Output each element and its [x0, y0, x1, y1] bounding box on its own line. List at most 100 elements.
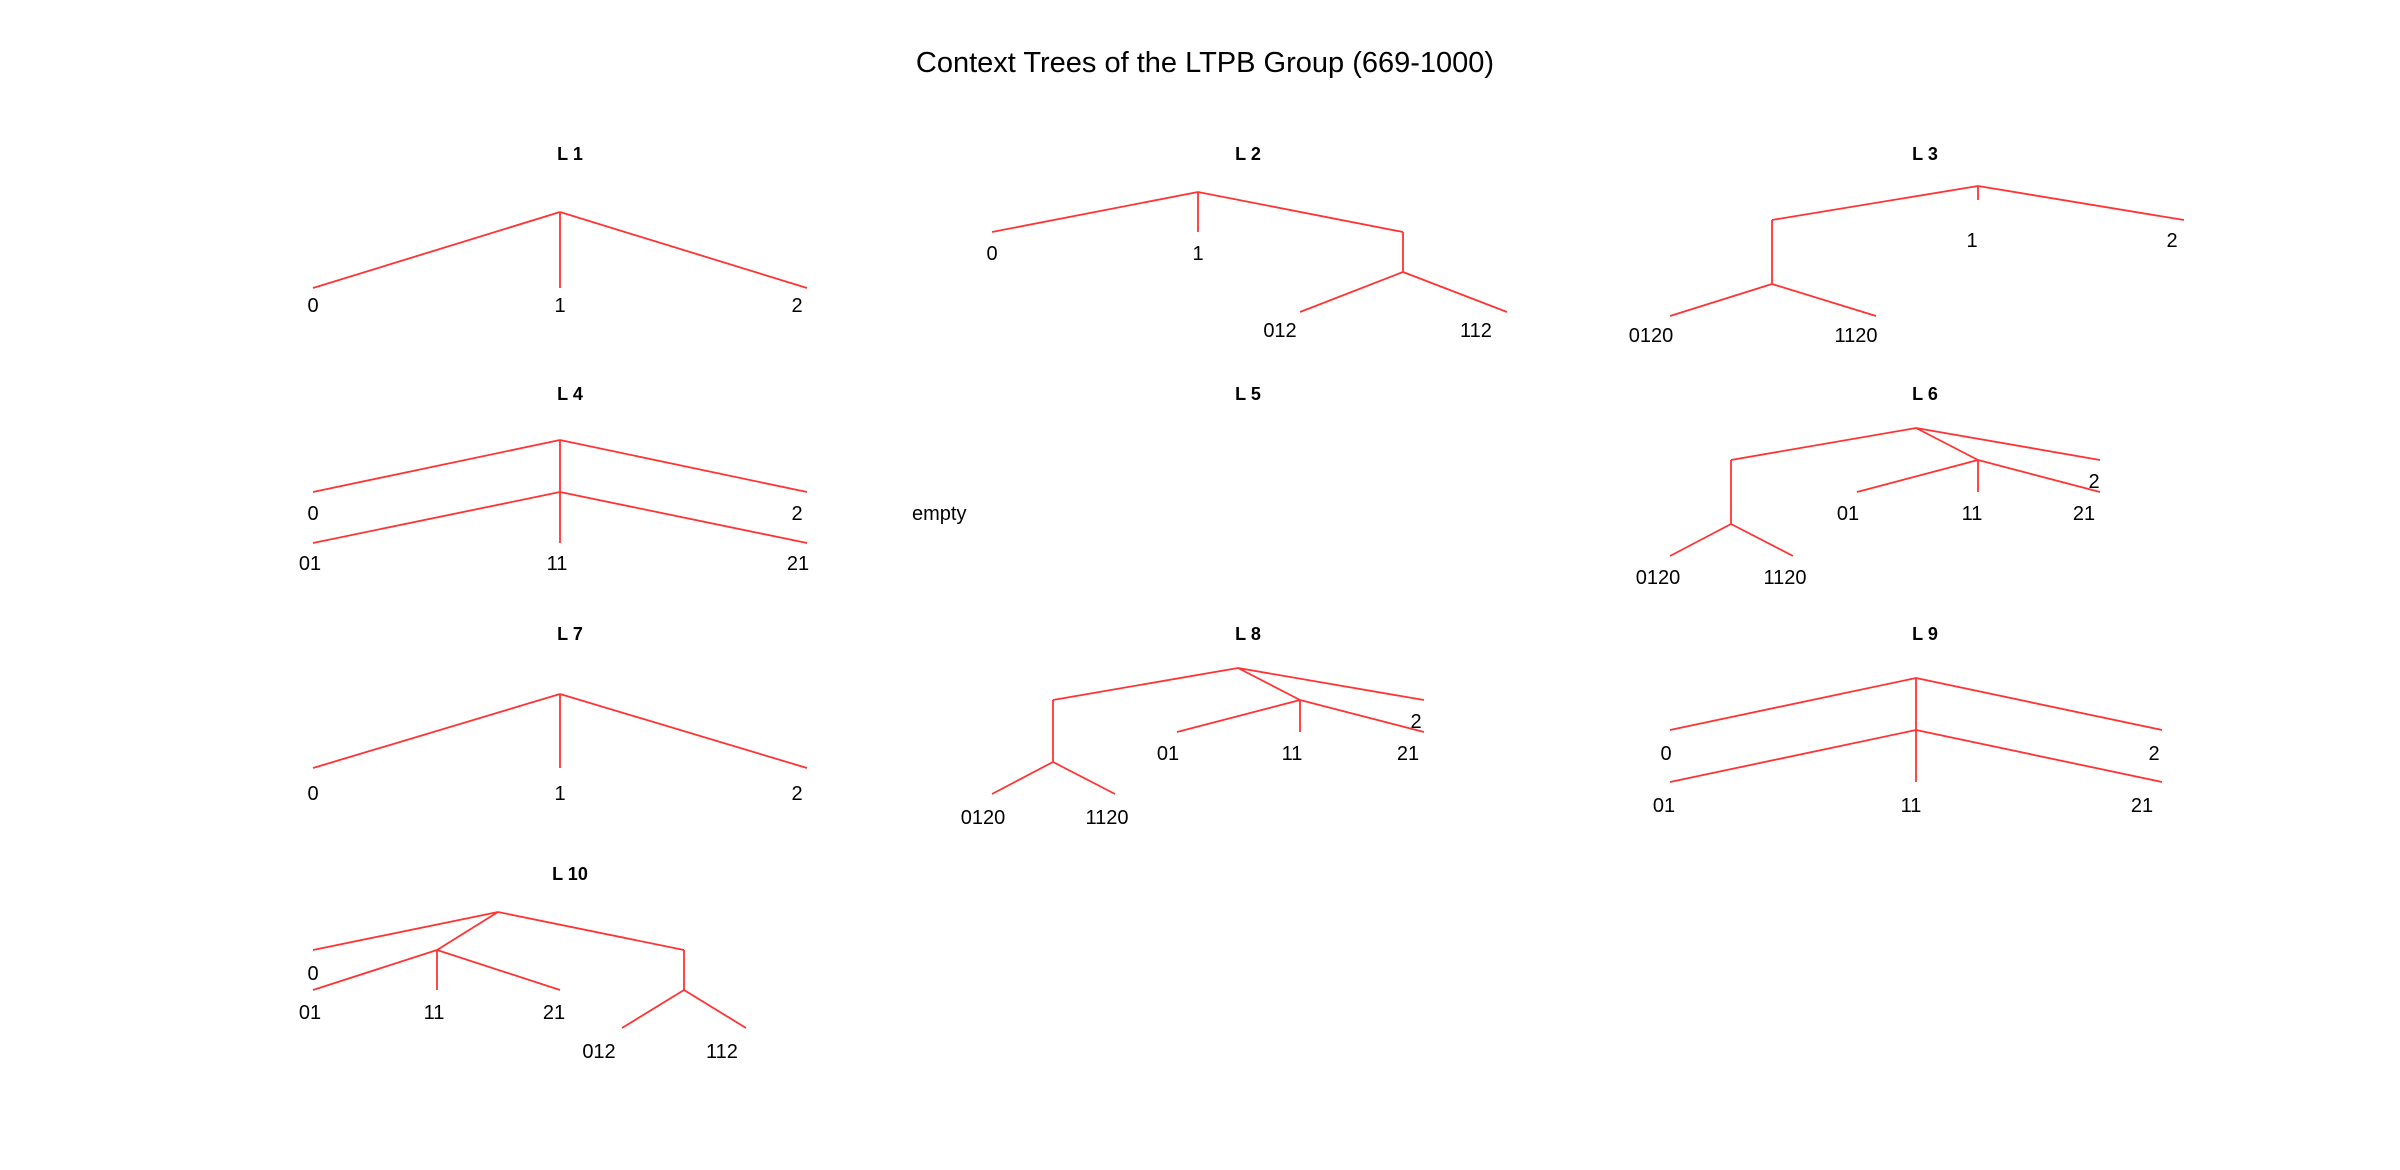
panel-title: L 7 [557, 624, 583, 644]
leaf-label: 1 [554, 295, 565, 317]
tree-edge [312, 439, 561, 493]
panel-title: L 9 [1912, 624, 1938, 644]
tree-edge [1977, 459, 2101, 493]
tree-edge [559, 491, 808, 544]
panel-title: L 10 [552, 864, 588, 884]
panel-title: L 4 [557, 384, 583, 404]
tree-edge [559, 439, 808, 493]
leaf-label: 11 [1962, 503, 1983, 525]
panel-title: L 6 [1912, 384, 1938, 404]
leaf-label: 21 [543, 1002, 565, 1024]
leaf-label: 012 [582, 1041, 615, 1063]
leaf-label: 2 [791, 295, 802, 317]
leaf-label: 01 [1653, 795, 1675, 817]
tree-edge [1197, 191, 1404, 233]
tree-edge [1915, 427, 2101, 461]
leaf-label: 2 [2166, 230, 2177, 252]
tree-edge [1176, 699, 1301, 733]
tree-edge [1299, 271, 1404, 313]
leaf-label: 1 [1966, 230, 1977, 252]
tree-edge [1669, 523, 1732, 557]
leaf-label: 11 [1901, 795, 1922, 817]
leaf-label: 21 [787, 553, 809, 575]
leaf-label: 112 [1460, 320, 1492, 342]
tree-panel-p2: L 2 0 1 012 112 [986, 144, 1508, 342]
tree-edge [991, 191, 1199, 233]
tree-edge [559, 693, 808, 769]
tree-edge [1915, 677, 2163, 731]
leaf-label: 01 [299, 1002, 321, 1024]
leaf-label: empty [912, 503, 966, 525]
tree-edge [312, 693, 561, 769]
tree-edge [1771, 185, 1979, 221]
tree-panel-p10: L 10 0 01 11 21 012 112 [299, 864, 747, 1063]
tree-edge [991, 761, 1054, 795]
tree-edge [1052, 667, 1239, 701]
tree-edge [312, 949, 438, 991]
leaf-label: 2 [2088, 471, 2099, 493]
leaf-label: 01 [299, 553, 321, 575]
leaf-label: 012 [1263, 320, 1296, 342]
tree-panel-p1: L 1 0 1 2 [307, 144, 808, 317]
leaf-label: 0120 [1636, 567, 1681, 589]
panel-title: L 5 [1235, 384, 1261, 404]
tree-edge [1299, 699, 1425, 733]
tree-edge [1856, 459, 1979, 493]
leaf-label: 1120 [1085, 807, 1128, 829]
leaf-label: 0120 [961, 807, 1006, 829]
leaf-label: 0 [307, 783, 318, 805]
tree-edge [1730, 427, 1917, 461]
leaf-label: 0 [307, 503, 318, 525]
leaf-label: 11 [424, 1002, 445, 1024]
leaf-label: 0120 [1629, 325, 1674, 347]
leaf-label: 112 [706, 1041, 738, 1063]
tree-edge [1915, 427, 1979, 461]
tree-edge [1237, 667, 1301, 701]
tree-panel-p9: L 9 0 2 01 11 21 [1653, 624, 2163, 817]
tree-panel-p4: L 4 0 2 01 11 21 [299, 384, 809, 575]
panel-title: L 8 [1235, 624, 1261, 644]
tree-panel-p5: L 5 empty [912, 384, 1261, 525]
tree-edge [1237, 667, 1425, 701]
leaf-label: 0 [1660, 743, 1671, 765]
tree-panel-p8: L 8 2 01 11 21 0120 1120 [961, 624, 1425, 829]
tree-edge [497, 911, 685, 951]
figure-title: Context Trees of the LTPB Group (669-100… [916, 47, 1494, 79]
panel-title: L 1 [557, 144, 583, 164]
leaf-label: 11 [1282, 743, 1303, 765]
leaf-label: 1 [1192, 243, 1203, 265]
leaf-label: 2 [1410, 711, 1421, 733]
leaf-label: 0 [986, 243, 997, 265]
panel-title: L 2 [1235, 144, 1261, 164]
tree-edge [312, 211, 561, 289]
tree-edge [683, 989, 747, 1029]
leaf-label: 01 [1157, 743, 1179, 765]
tree-edge [1052, 761, 1116, 795]
tree-edge [1730, 523, 1794, 557]
leaf-label: 21 [2131, 795, 2153, 817]
tree-edge [312, 911, 499, 951]
tree-edge [1669, 729, 1917, 783]
tree-edge [312, 491, 561, 544]
tree-edge [1402, 271, 1508, 313]
tree-edge [436, 949, 561, 991]
tree-edge [1669, 677, 1917, 731]
leaf-label: 1120 [1763, 567, 1806, 589]
tree-edge [1669, 283, 1773, 317]
leaf-label: 2 [2148, 743, 2159, 765]
tree-edge [559, 211, 808, 289]
leaf-label: 2 [791, 503, 802, 525]
tree-edge [621, 989, 685, 1029]
leaf-label: 01 [1837, 503, 1859, 525]
leaf-label: 11 [547, 553, 568, 575]
leaf-label: 0 [307, 963, 318, 985]
leaf-label: 0 [307, 295, 318, 317]
leaf-label: 2 [791, 783, 802, 805]
tree-edge [1915, 729, 2163, 783]
leaf-label: 21 [1397, 743, 1419, 765]
